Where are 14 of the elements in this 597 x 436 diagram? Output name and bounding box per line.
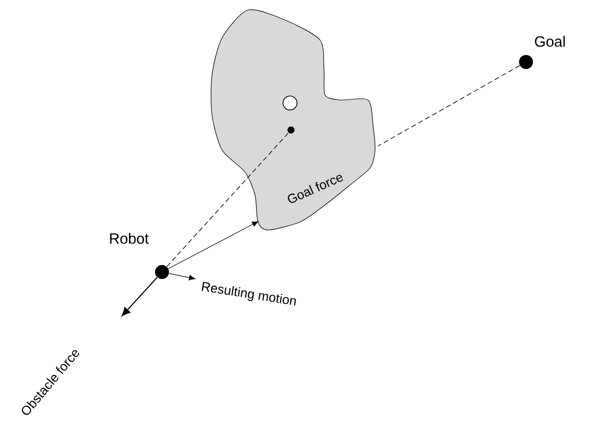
point-label: Robot [110, 232, 149, 244]
point-marker [519, 55, 533, 69]
arrow [122, 276, 158, 316]
arrow [168, 221, 258, 269]
point-marker [155, 265, 169, 279]
edge-label: Goal force [288, 174, 343, 203]
circle-marker [282, 96, 298, 110]
point-label: Goal [534, 36, 565, 47]
obstacle-shape [210, 9, 376, 230]
dashed-line [166, 132, 289, 268]
edge-label: Resulting motion [202, 282, 296, 306]
arrow [168, 273, 196, 280]
dashed-line [378, 65, 520, 146]
point-marker [288, 126, 294, 134]
